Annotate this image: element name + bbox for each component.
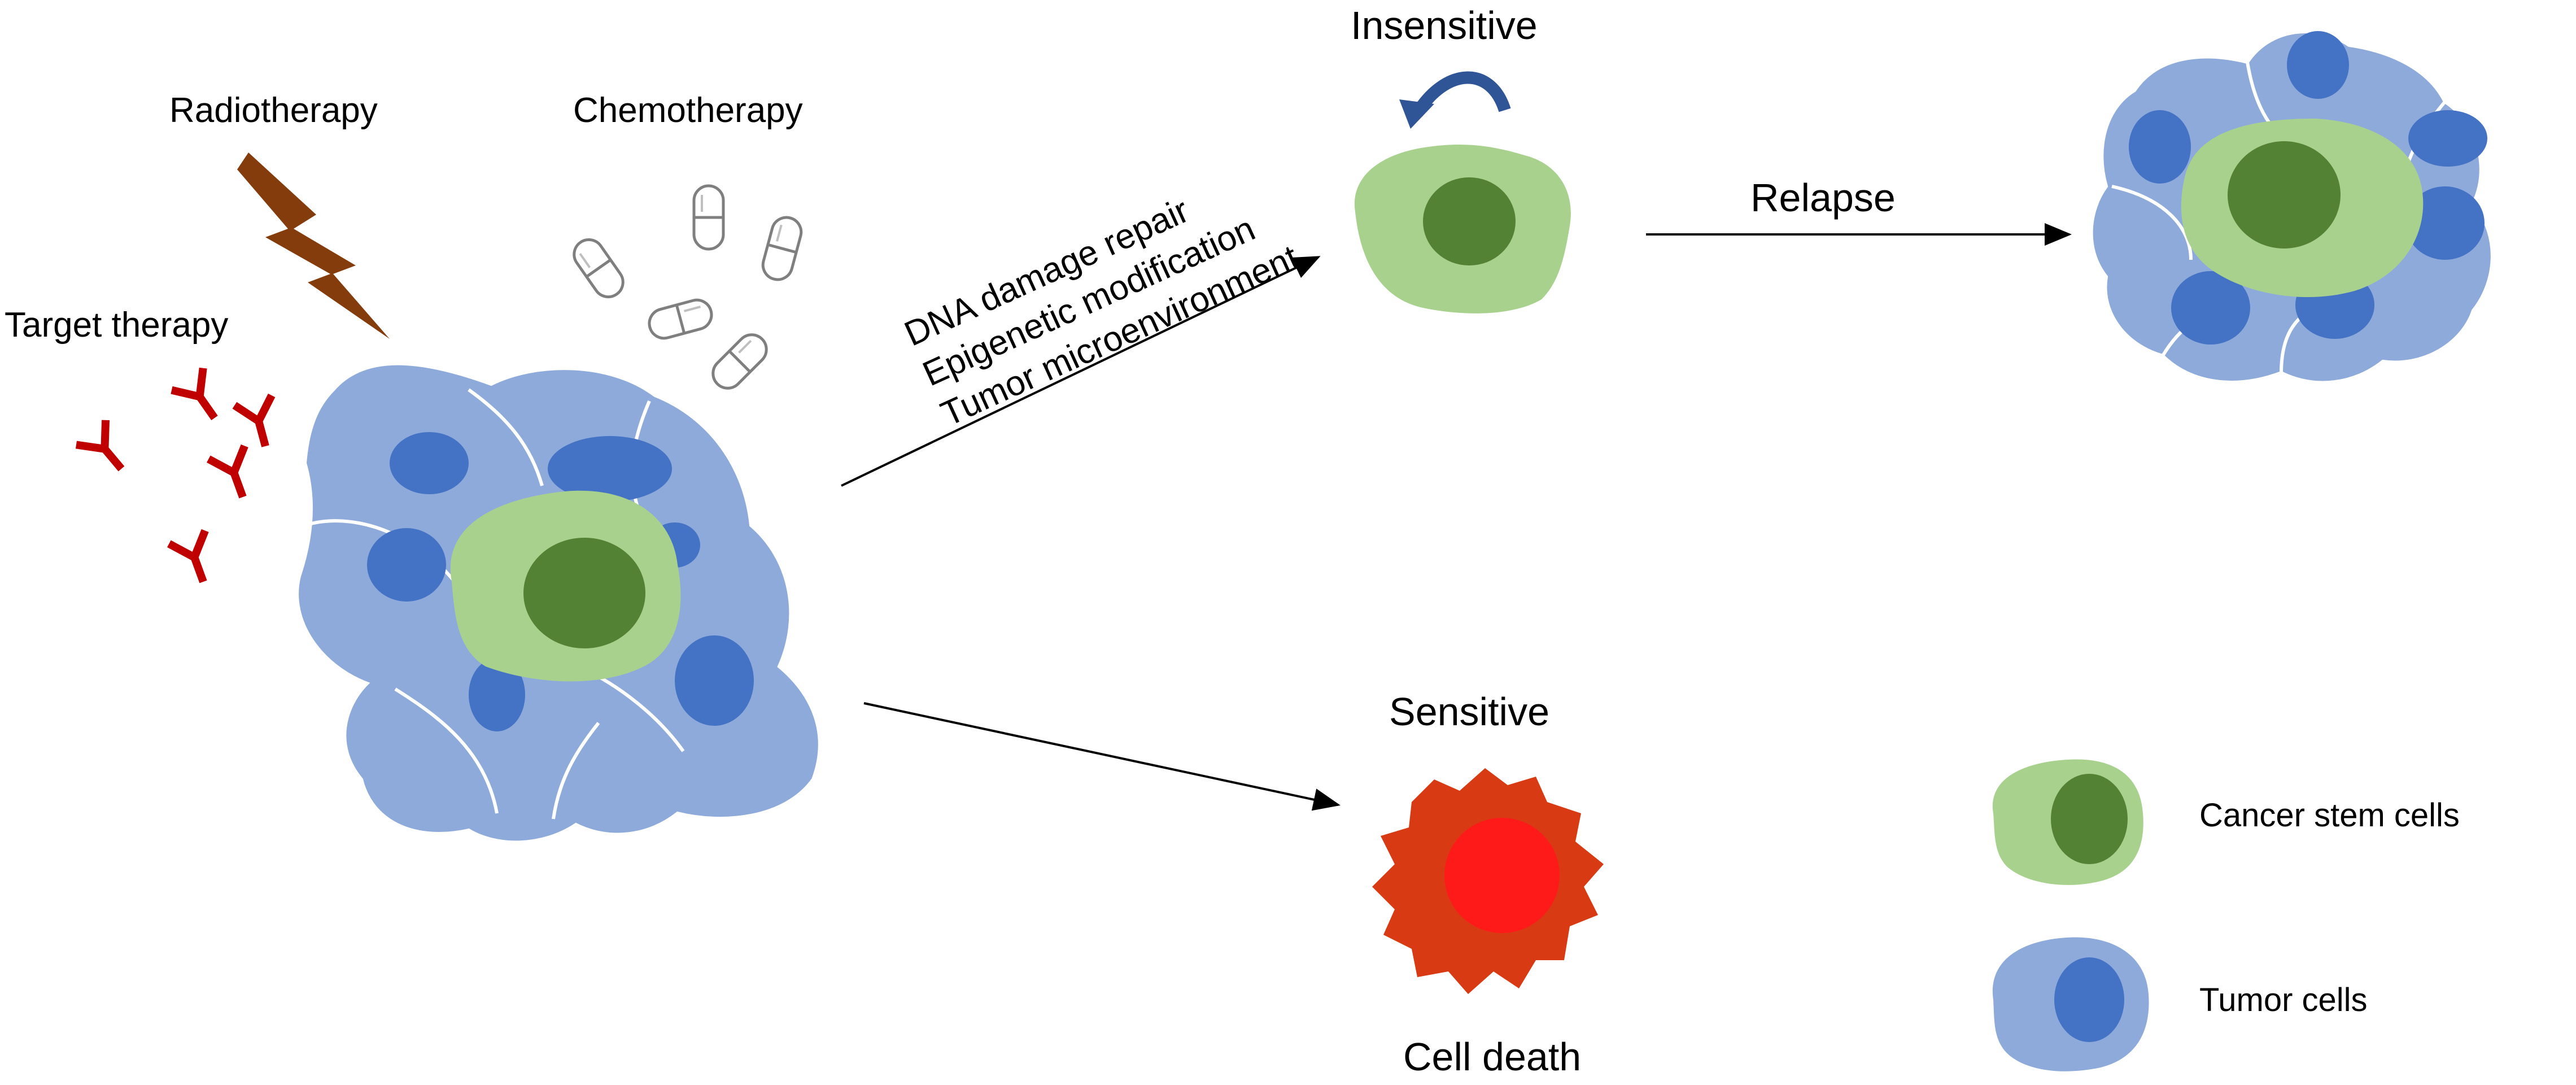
relapse-tumor-cluster	[2089, 30, 2494, 385]
arrow-to-sensitive	[863, 702, 1341, 811]
legend-stem-cell-icon	[1992, 759, 2143, 885]
insensitive-label: Insensitive	[1351, 3, 1538, 47]
relapse-label: Relapse	[1750, 176, 1896, 220]
antibody-icons	[76, 368, 284, 589]
legend-cancer-stem-cells-label: Cancer stem cells	[2199, 797, 2460, 834]
main-cluster-stem-cell	[450, 490, 681, 682]
self-renewal-arrow-icon	[1399, 71, 1511, 129]
insensitive-stem-cell	[1354, 144, 1571, 313]
radiotherapy-label: Radiotherapy	[169, 91, 378, 130]
cell-death-label: Cell death	[1403, 1035, 1582, 1079]
legend-tumor-cells-label: Tumor cells	[2199, 982, 2368, 1018]
target-therapy-label: Target therapy	[5, 306, 229, 345]
arrow-to-insensitive	[841, 256, 1321, 487]
sensitive-label: Sensitive	[1389, 690, 1550, 734]
chemotherapy-capsules	[569, 186, 805, 394]
chemotherapy-label: Chemotherapy	[573, 91, 803, 130]
lightning-bolt-icon	[237, 152, 390, 339]
dead-cell-icon	[1372, 768, 1604, 994]
legend-tumor-cell-icon	[1992, 937, 2149, 1071]
